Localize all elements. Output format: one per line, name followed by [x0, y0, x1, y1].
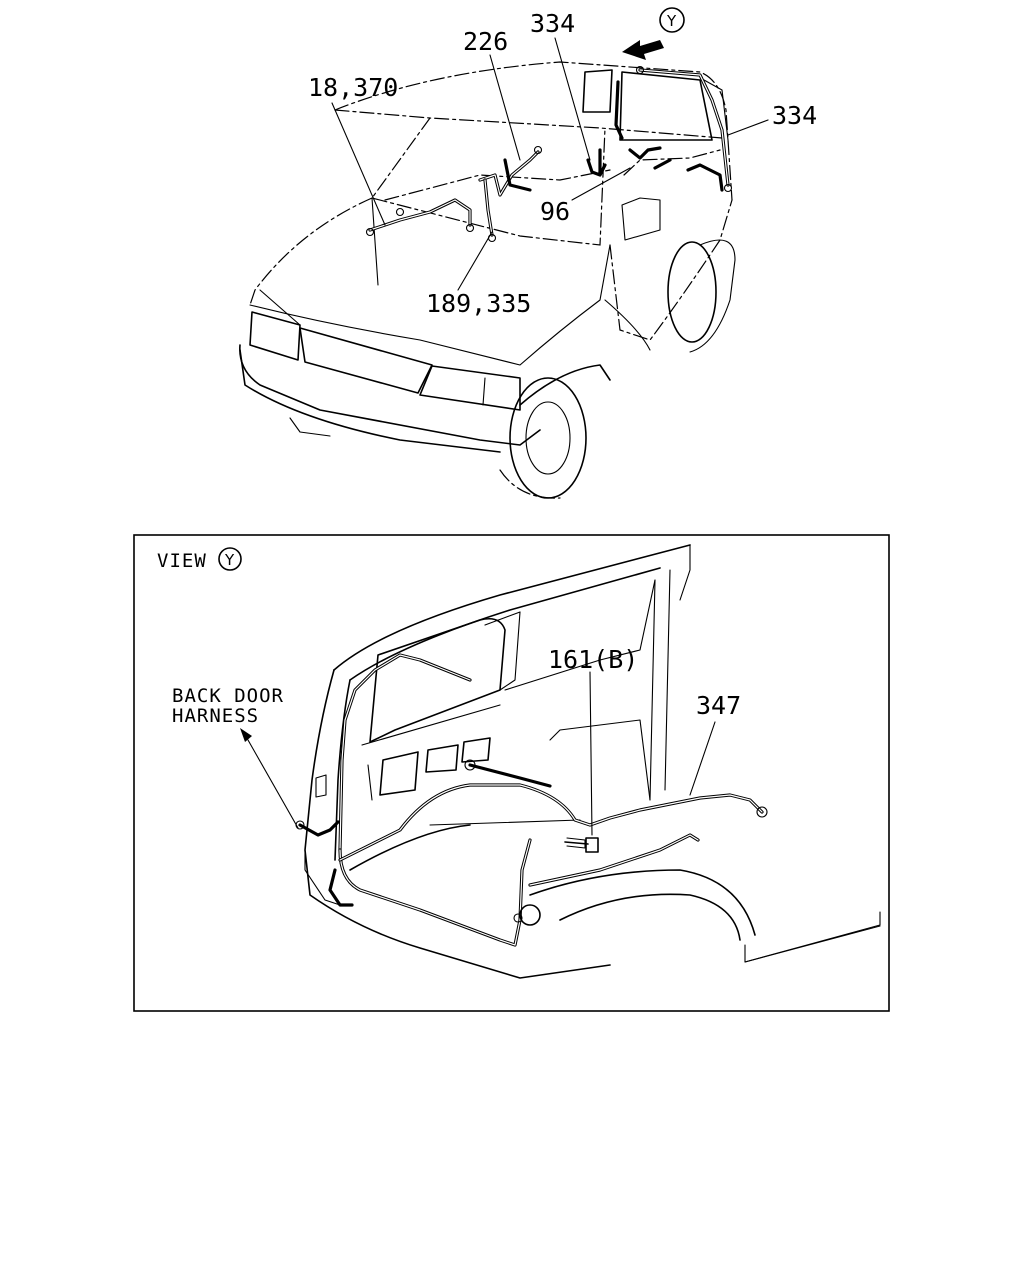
view-direction-arrow: [622, 40, 664, 60]
callout-226: 226: [463, 27, 508, 56]
view-y-marker-circle: [659, 7, 685, 33]
view-y-frame: [133, 534, 890, 1012]
back-door-harness-line2: HARNESS: [172, 705, 259, 727]
top-leader-lines: [331, 7, 769, 291]
callout-18-370: 18,370: [308, 73, 398, 102]
callout-334-right: 334: [772, 101, 817, 130]
view-y-marker-text: Y: [666, 12, 677, 30]
callout-161b: 161(B): [548, 645, 638, 674]
callout-96: 96: [540, 197, 570, 226]
vehicle-illustration: [239, 61, 736, 499]
view-y-circle-text: Y: [224, 551, 235, 569]
view-label: VIEW: [157, 550, 207, 572]
leader-161b: [589, 671, 593, 836]
view-y-wire-harness: [295, 653, 768, 947]
callout-189-335: 189,335: [426, 289, 531, 318]
back-door-harness-line1: BACK DOOR: [172, 685, 284, 707]
leader-back-door: [247, 739, 299, 829]
rear-cargo-illustration: [304, 544, 881, 979]
back-door-arrowhead: [240, 728, 252, 742]
view-y-circle: [218, 547, 242, 571]
leader-347: [689, 721, 716, 796]
vehicle-wire-harness: [365, 65, 733, 243]
view-y-leader-lines: [240, 671, 716, 836]
callout-334-top: 334: [530, 9, 575, 38]
callout-347: 347: [696, 691, 741, 720]
